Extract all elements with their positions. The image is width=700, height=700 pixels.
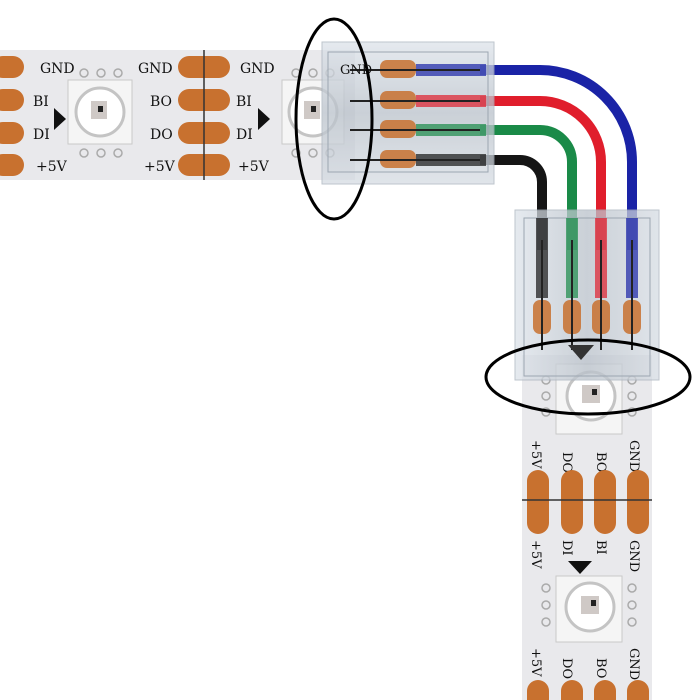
led-chip-icon (67, 68, 133, 158)
solder-pad (627, 680, 649, 700)
highlight-ellipse-right (484, 338, 692, 416)
wire-blue (480, 65, 637, 250)
label-di: DI (236, 127, 253, 143)
horizontal-clip-connector: GND (321, 41, 495, 185)
label-gnd: GND (626, 440, 641, 472)
label-gnd: GND (40, 61, 75, 77)
label-bi: BI (33, 94, 49, 110)
label-5v: +5V (144, 159, 176, 175)
vertical-led-strip: +5V DO BO GND +5V DI BI GND (522, 355, 652, 700)
solder-pad (594, 470, 616, 534)
solder-pad (527, 470, 549, 534)
label-bo: BO (593, 658, 608, 678)
solder-pad (627, 470, 649, 534)
solder-pad (561, 680, 583, 700)
connector-wires (480, 65, 637, 250)
label-5v: +5V (528, 648, 543, 677)
wire-black (480, 155, 547, 250)
wire-green (480, 125, 577, 250)
label-bo: BO (593, 452, 608, 472)
vertical-clip-connector (514, 209, 660, 381)
label-gnd: GND (626, 540, 641, 572)
solder-pad (0, 56, 24, 78)
label-gnd: GND (240, 61, 275, 77)
label-do: DO (559, 452, 574, 473)
label-di: DI (559, 540, 574, 556)
label-do: DO (559, 658, 574, 679)
label-bo: BO (150, 94, 172, 110)
label-di: DI (33, 127, 50, 143)
label-gnd: GND (138, 61, 173, 77)
label-gnd: GND (626, 648, 641, 680)
direction-arrow-icon (568, 561, 592, 574)
solder-pad (0, 89, 24, 111)
highlight-ellipse-top (294, 17, 374, 221)
solder-pad (0, 154, 24, 176)
direction-arrow-icon (258, 108, 270, 130)
label-5v: +5V (528, 440, 543, 469)
solder-pad (594, 680, 616, 700)
solder-pad (0, 122, 24, 144)
direction-arrow-icon (568, 345, 594, 360)
label-gnd: GND (340, 63, 372, 78)
label-bi: BI (593, 540, 608, 555)
label-do: DO (150, 127, 173, 143)
label-5v: +5V (36, 159, 68, 175)
solder-pad (527, 680, 549, 700)
led-chip-icon (541, 575, 637, 643)
label-5v: +5V (528, 540, 543, 569)
direction-arrow-icon (54, 108, 66, 130)
label-bi: BI (236, 94, 252, 110)
label-5v: +5V (238, 159, 270, 175)
wire-red (480, 96, 606, 250)
solder-pad (561, 470, 583, 534)
